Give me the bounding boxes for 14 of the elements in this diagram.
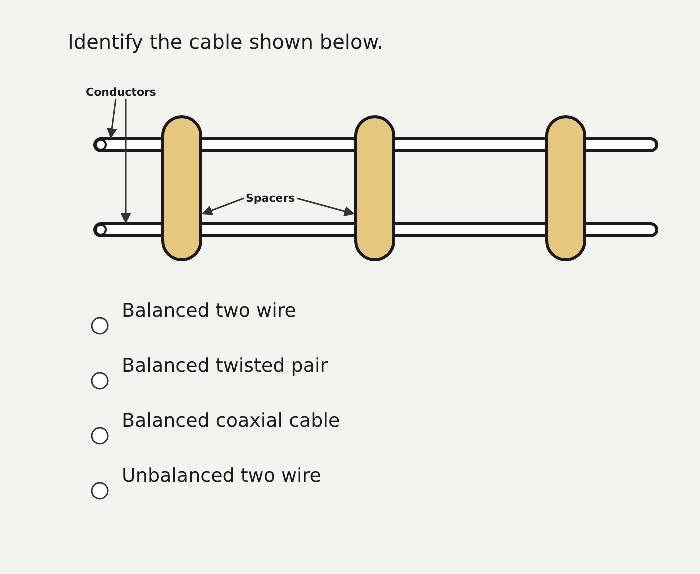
leader-line [120,99,132,224]
leader-line [296,198,356,217]
answer-option: Balanced coaxial cable [122,410,340,432]
conductors-label: Conductors [86,86,156,99]
answer-option: Balanced twisted pair [122,355,328,377]
leader-line [107,98,118,140]
spacers-label: Spacers [246,192,296,205]
question-title: Identify the cable shown below. [68,30,384,54]
spacer [354,116,396,262]
spacer [162,116,202,262]
spacer [546,116,586,262]
answer-option: Unbalanced two wire [122,465,322,487]
leader-line [202,198,244,216]
answer-option: Balanced two wire [122,300,296,322]
